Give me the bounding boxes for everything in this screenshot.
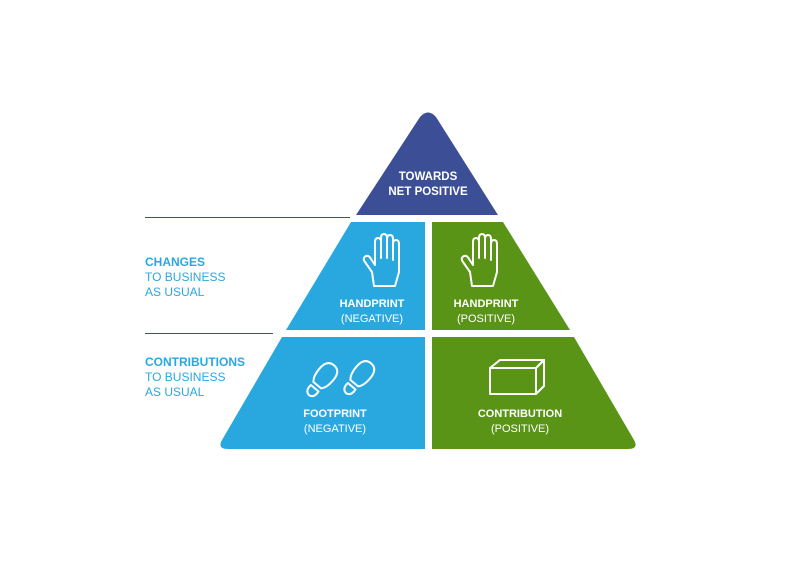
- divider-rule-middle: [145, 333, 273, 334]
- box-icon: [489, 359, 545, 395]
- top-segment-line2: NET POSITIVE: [388, 186, 468, 198]
- middle-right-label: HANDPRINT (POSITIVE): [436, 297, 536, 327]
- side-label-contributions-line2: AS USUAL: [145, 385, 205, 399]
- divider-rule-top: [145, 217, 350, 218]
- side-label-changes: CHANGES TO BUSINESS AS USUAL: [145, 255, 225, 300]
- bottom-left-subtitle: (NEGATIVE): [303, 423, 367, 435]
- bottom-left-title: FOOTPRINT: [303, 408, 367, 420]
- top-segment-label: TOWARDS NET POSITIVE: [368, 170, 488, 200]
- side-label-contributions: CONTRIBUTIONS TO BUSINESS AS USUAL: [145, 355, 245, 400]
- pyramid-middle-left-segment: [286, 222, 425, 330]
- side-label-contributions-title: CONTRIBUTIONS: [145, 355, 245, 369]
- middle-right-subtitle: (POSITIVE): [456, 313, 516, 325]
- middle-left-label: HANDPRINT (NEGATIVE): [322, 297, 422, 327]
- hand-icon: [460, 233, 498, 287]
- middle-left-title: HANDPRINT: [339, 298, 405, 310]
- bottom-right-title: CONTRIBUTION: [477, 408, 563, 420]
- bottom-right-label: CONTRIBUTION (POSITIVE): [460, 407, 580, 437]
- side-label-changes-title: CHANGES: [145, 255, 206, 269]
- middle-right-title: HANDPRINT: [453, 298, 519, 310]
- pyramid-middle-right-segment: [432, 222, 570, 330]
- top-segment-line1: TOWARDS: [398, 171, 458, 183]
- side-label-changes-line1: TO BUSINESS: [145, 270, 226, 284]
- footprints-icon: [306, 360, 376, 398]
- bottom-left-label: FOOTPRINT (NEGATIVE): [285, 407, 385, 437]
- middle-left-subtitle: (NEGATIVE): [340, 313, 404, 325]
- side-label-changes-line2: AS USUAL: [145, 285, 205, 299]
- hand-icon: [362, 233, 400, 287]
- pyramid-top-segment: [356, 112, 498, 215]
- bottom-right-subtitle: (POSITIVE): [490, 423, 550, 435]
- side-label-contributions-line1: TO BUSINESS: [145, 370, 226, 384]
